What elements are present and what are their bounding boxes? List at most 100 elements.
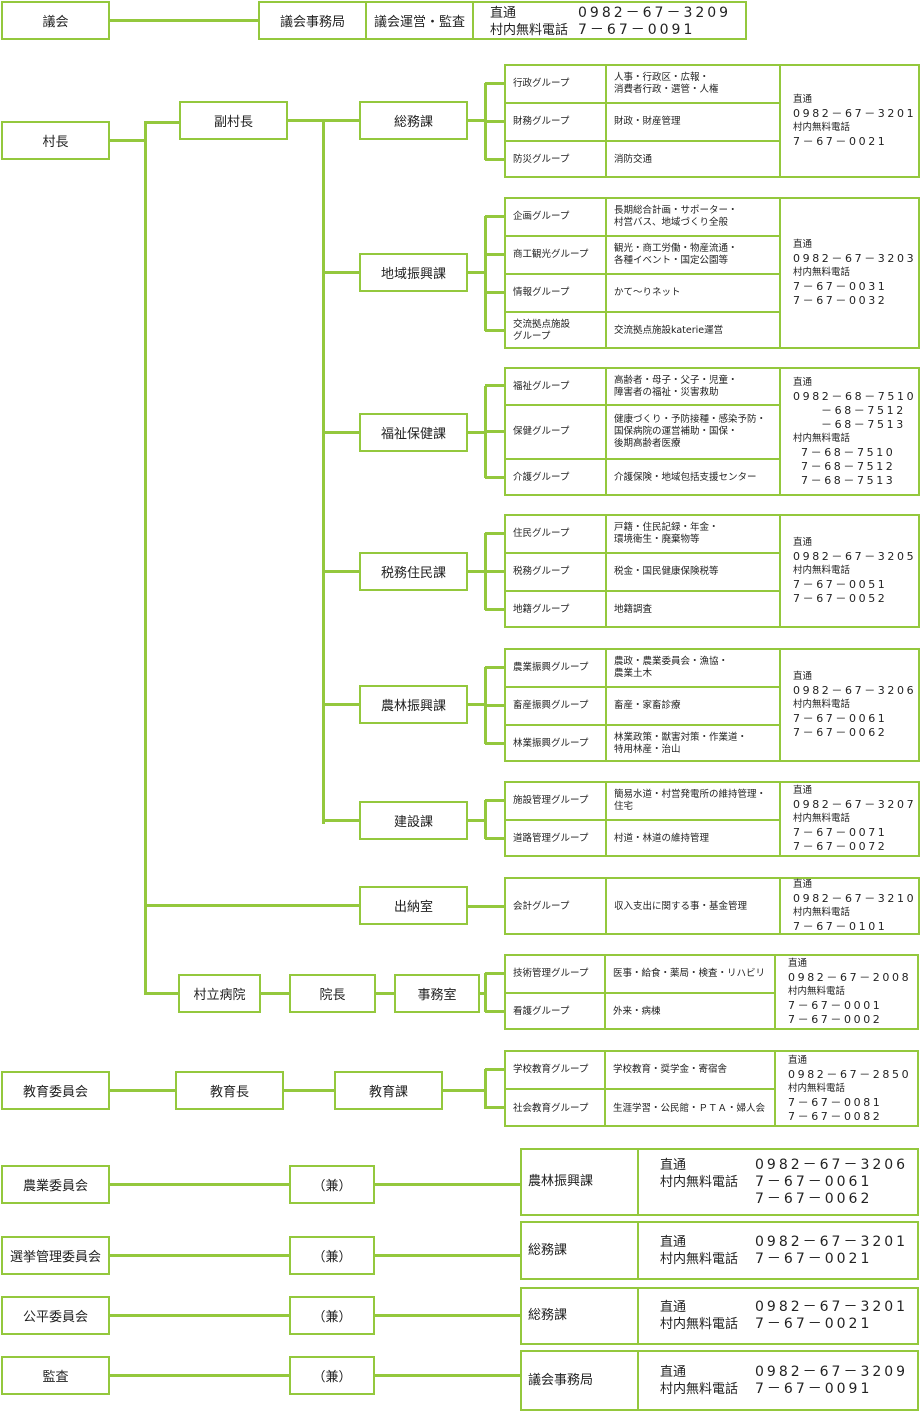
- council-box: 議会: [1, 1, 110, 40]
- group-table: 企画グループ長期総合計画・サポーター・ 村営バス、地域づくり全般商工観光グループ…: [504, 197, 920, 349]
- connector-line: [467, 430, 485, 434]
- group-duties: 外来・病棟: [606, 994, 776, 1030]
- connector-line: [323, 818, 359, 822]
- connector-line: [485, 531, 504, 535]
- connector-line: [483, 800, 487, 839]
- connector-line: [485, 119, 504, 123]
- internal-label: 村内無料電話: [793, 813, 851, 824]
- connector-line: [485, 429, 504, 433]
- direct-number: 0982－67－2008: [788, 971, 912, 984]
- connector-line: [483, 973, 487, 1012]
- connector-line: [145, 120, 179, 124]
- group-name: 農業振興グループ: [506, 650, 607, 688]
- direct-number: 0982－67－3201: [755, 1233, 909, 1250]
- connector-line: [287, 118, 324, 122]
- internal-row: 7－67－0062: [660, 1191, 908, 1208]
- internal-label: 村内無料電話: [793, 267, 851, 278]
- connector-line: [374, 1313, 520, 1317]
- connector-line: [485, 384, 504, 387]
- connector-line: [467, 569, 485, 573]
- connector-line: [467, 904, 504, 908]
- group-name: 住民グループ: [506, 516, 607, 554]
- direct-number: 0982－67－3201: [755, 1299, 909, 1315]
- group-name: 林業振興グループ: [506, 726, 607, 762]
- concurrent-box: （兼）: [289, 1296, 375, 1335]
- council-office-box: 議会事務局: [258, 1, 367, 40]
- internal-number: 7－68－7510: [801, 445, 896, 459]
- internal-number: 7－67－0001: [788, 999, 883, 1012]
- concurrent-box: （兼）: [289, 1165, 375, 1204]
- hospital-director-box: 院長: [289, 974, 376, 1013]
- connector-line: [323, 270, 359, 274]
- internal-number: 7－67－0061: [755, 1173, 873, 1190]
- direct-number: 0982－67－3205: [793, 550, 917, 563]
- group-name: 企画グループ: [506, 199, 607, 237]
- connector-line: [374, 1182, 520, 1186]
- group-duties: 交流拠点施設katerie運営: [607, 313, 781, 349]
- connector-line: [283, 1088, 334, 1092]
- group-duties: 税金・国民健康保険税等: [607, 554, 781, 592]
- internal-number: 7－67－0051: [793, 578, 888, 591]
- group-name: 畜産振興グループ: [506, 688, 607, 726]
- department-box: 福祉保健課: [359, 413, 468, 452]
- direct-label: 直通: [793, 785, 813, 796]
- connector-line: [485, 214, 504, 218]
- internal-number: 7－67－0091: [578, 22, 696, 38]
- direct-number: －68－7512: [821, 403, 906, 417]
- connector-line: [479, 991, 485, 995]
- committee-dept: 農林振興課: [522, 1150, 639, 1214]
- direct-label: 直通: [793, 239, 813, 250]
- connector-line: [485, 290, 504, 294]
- connector-line: [485, 81, 504, 85]
- direct-label: 直通: [788, 1054, 808, 1066]
- group-duties: 高齢者・母子・父子・児童・ 障害者の福祉・災害救助: [607, 369, 781, 406]
- direct-label: 直通: [490, 6, 517, 21]
- connector-line: [485, 328, 504, 332]
- direct-number: 0982－67－3203: [793, 252, 917, 265]
- direct-number: 0982－67－3201: [793, 107, 917, 120]
- group-duties: 学校教育・奨学金・寄宿舎: [606, 1052, 776, 1090]
- group-duties: 長期総合計画・サポーター・ 村営バス、地域づくり全般: [607, 199, 781, 237]
- connector-line: [483, 1069, 487, 1109]
- committee-box: 監査: [1, 1356, 110, 1395]
- group-duties: 地籍調査: [607, 592, 781, 628]
- internal-label: 村内無料電話: [660, 1317, 739, 1332]
- connector-line: [485, 971, 504, 975]
- direct-label: 直通: [793, 879, 813, 890]
- connector-line: [485, 1106, 504, 1109]
- internal-label: 村内無料電話: [793, 122, 851, 133]
- connector-line: [323, 569, 359, 573]
- internal-label: 村内無料電話: [660, 1251, 739, 1267]
- group-duties: 生涯学習・公民館・ＰＴＡ・婦人会: [606, 1090, 776, 1127]
- group-table: 施設管理グループ簡易水道・村営発電所の維持管理・ 住宅道路管理グループ村道・林道…: [504, 781, 920, 857]
- group-duties: 農政・農業委員会・漁協・ 農業土木: [607, 650, 781, 688]
- group-duties: 観光・商工労働・物産流通・ 各種イベント・国定公園等: [607, 237, 781, 275]
- department-box: 建設課: [359, 801, 468, 840]
- connector-line: [485, 157, 504, 161]
- committee-box: 農業委員会: [1, 1165, 110, 1204]
- group-name: 財務グループ: [506, 104, 607, 142]
- direct-number: 0982－67－3206: [755, 1156, 909, 1173]
- internal-number: 7－67－0082: [788, 1109, 883, 1123]
- group-name: 学校教育グループ: [506, 1052, 606, 1090]
- connector-line: [375, 991, 394, 995]
- group-duties: 林業政策・獣害対策・作業道・ 特用林産・治山: [607, 726, 781, 762]
- connector-line: [145, 991, 178, 995]
- group-name: 交流拠点施設 グループ: [506, 313, 607, 349]
- group-duties: 畜産・家畜診療: [607, 688, 781, 726]
- internal-number: 7－67－0002: [788, 1013, 883, 1026]
